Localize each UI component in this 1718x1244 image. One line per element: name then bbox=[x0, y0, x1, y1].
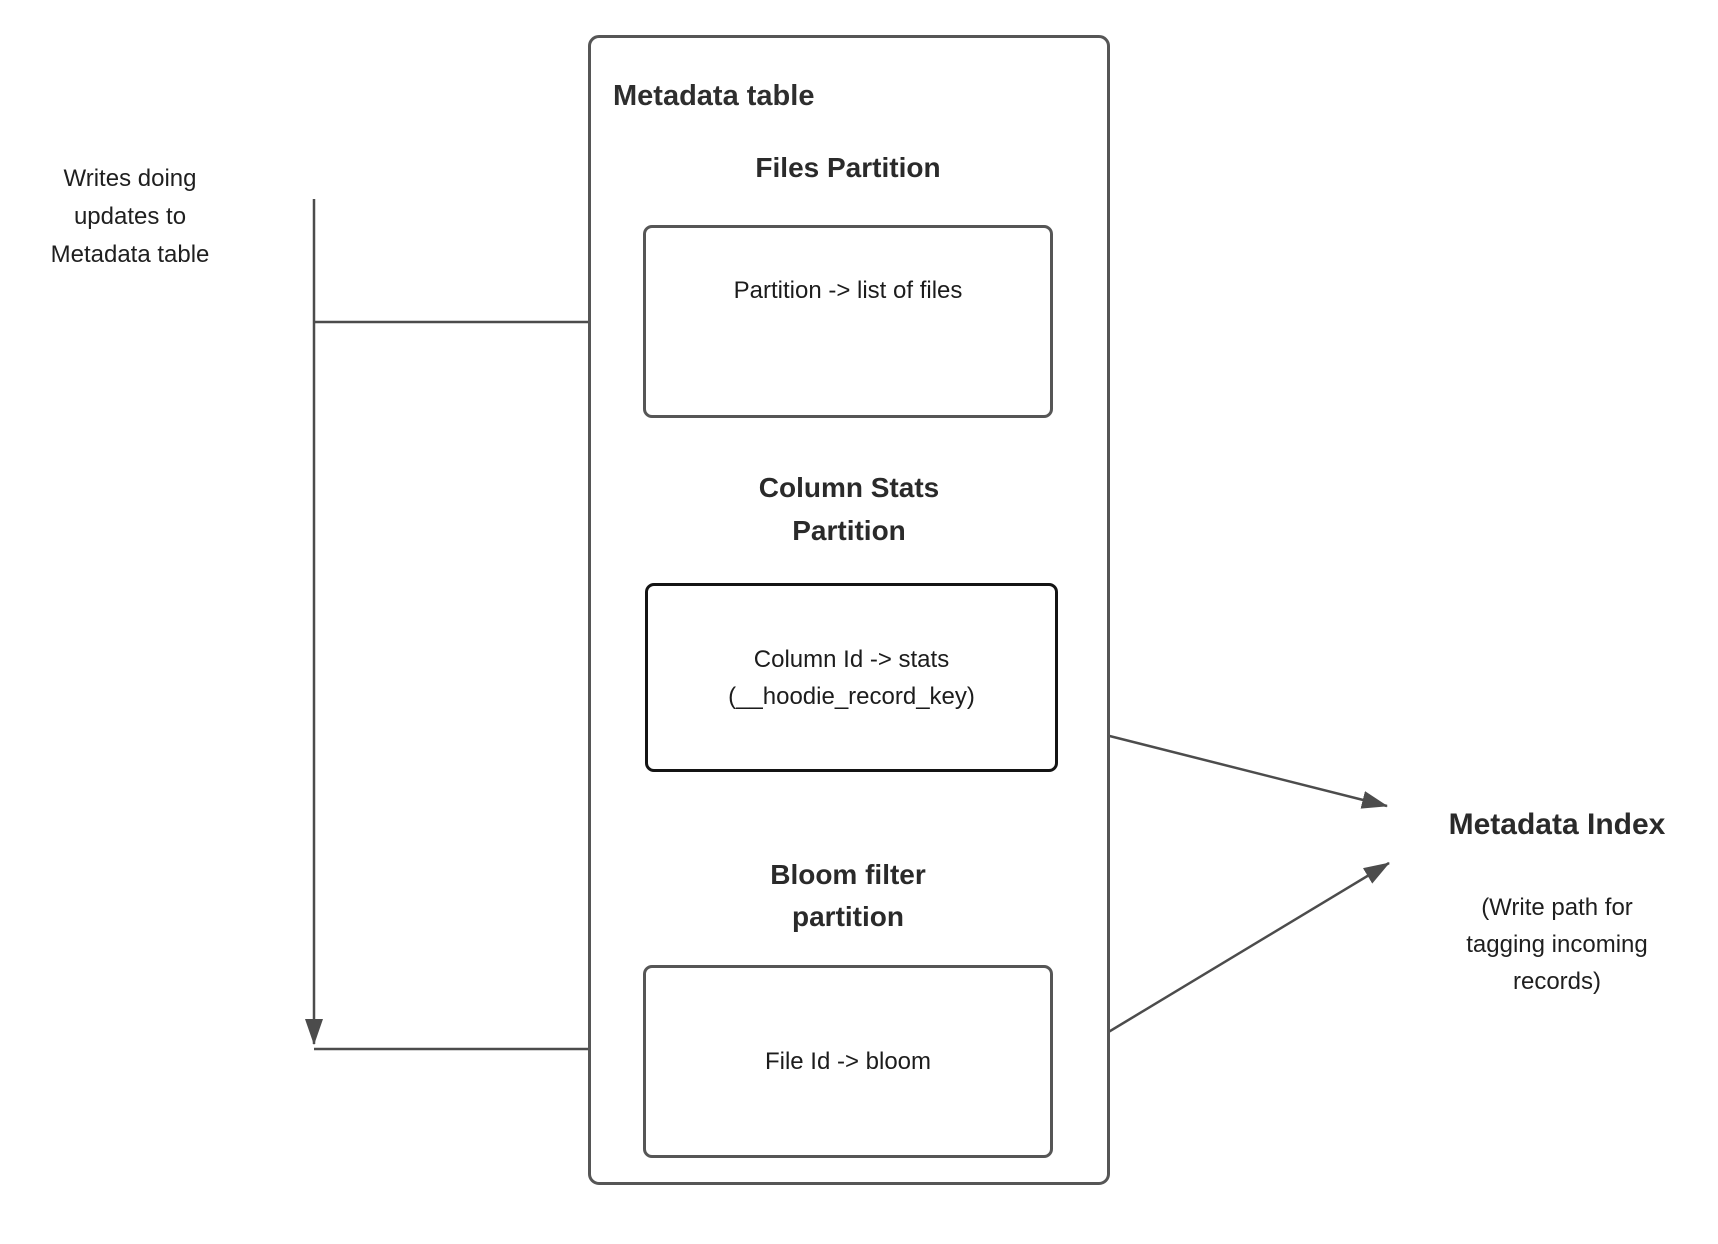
files-partition-heading: Files Partition bbox=[755, 152, 941, 183]
metadata-index-title: Metadata Index bbox=[1448, 808, 1666, 841]
column-stats-partition-heading: Column Stats Partition bbox=[758, 472, 940, 546]
metadata-index-subtitle: (Write path for tagging incoming records… bbox=[1466, 894, 1648, 995]
writes-annotation: Writes doing updates to Metadata table bbox=[50, 165, 210, 268]
bloom-filter-partition-box-text: File Id -> bloom bbox=[764, 1048, 932, 1075]
files-partition-box: Partition -> list of files bbox=[643, 225, 1053, 418]
column-stats-partition-box-text: Column Id -> stats (__hoodie_record_key) bbox=[728, 645, 975, 710]
bloom-filter-partition-heading: Bloom filter partition bbox=[770, 859, 926, 932]
files-partition-box-text: Partition -> list of files bbox=[733, 277, 963, 304]
column-stats-partition-box: Column Id -> stats (__hoodie_record_key) bbox=[645, 583, 1058, 772]
metadata-table-title: Metadata table bbox=[613, 80, 815, 112]
bloom-filter-partition-box: File Id -> bloom bbox=[643, 965, 1053, 1158]
